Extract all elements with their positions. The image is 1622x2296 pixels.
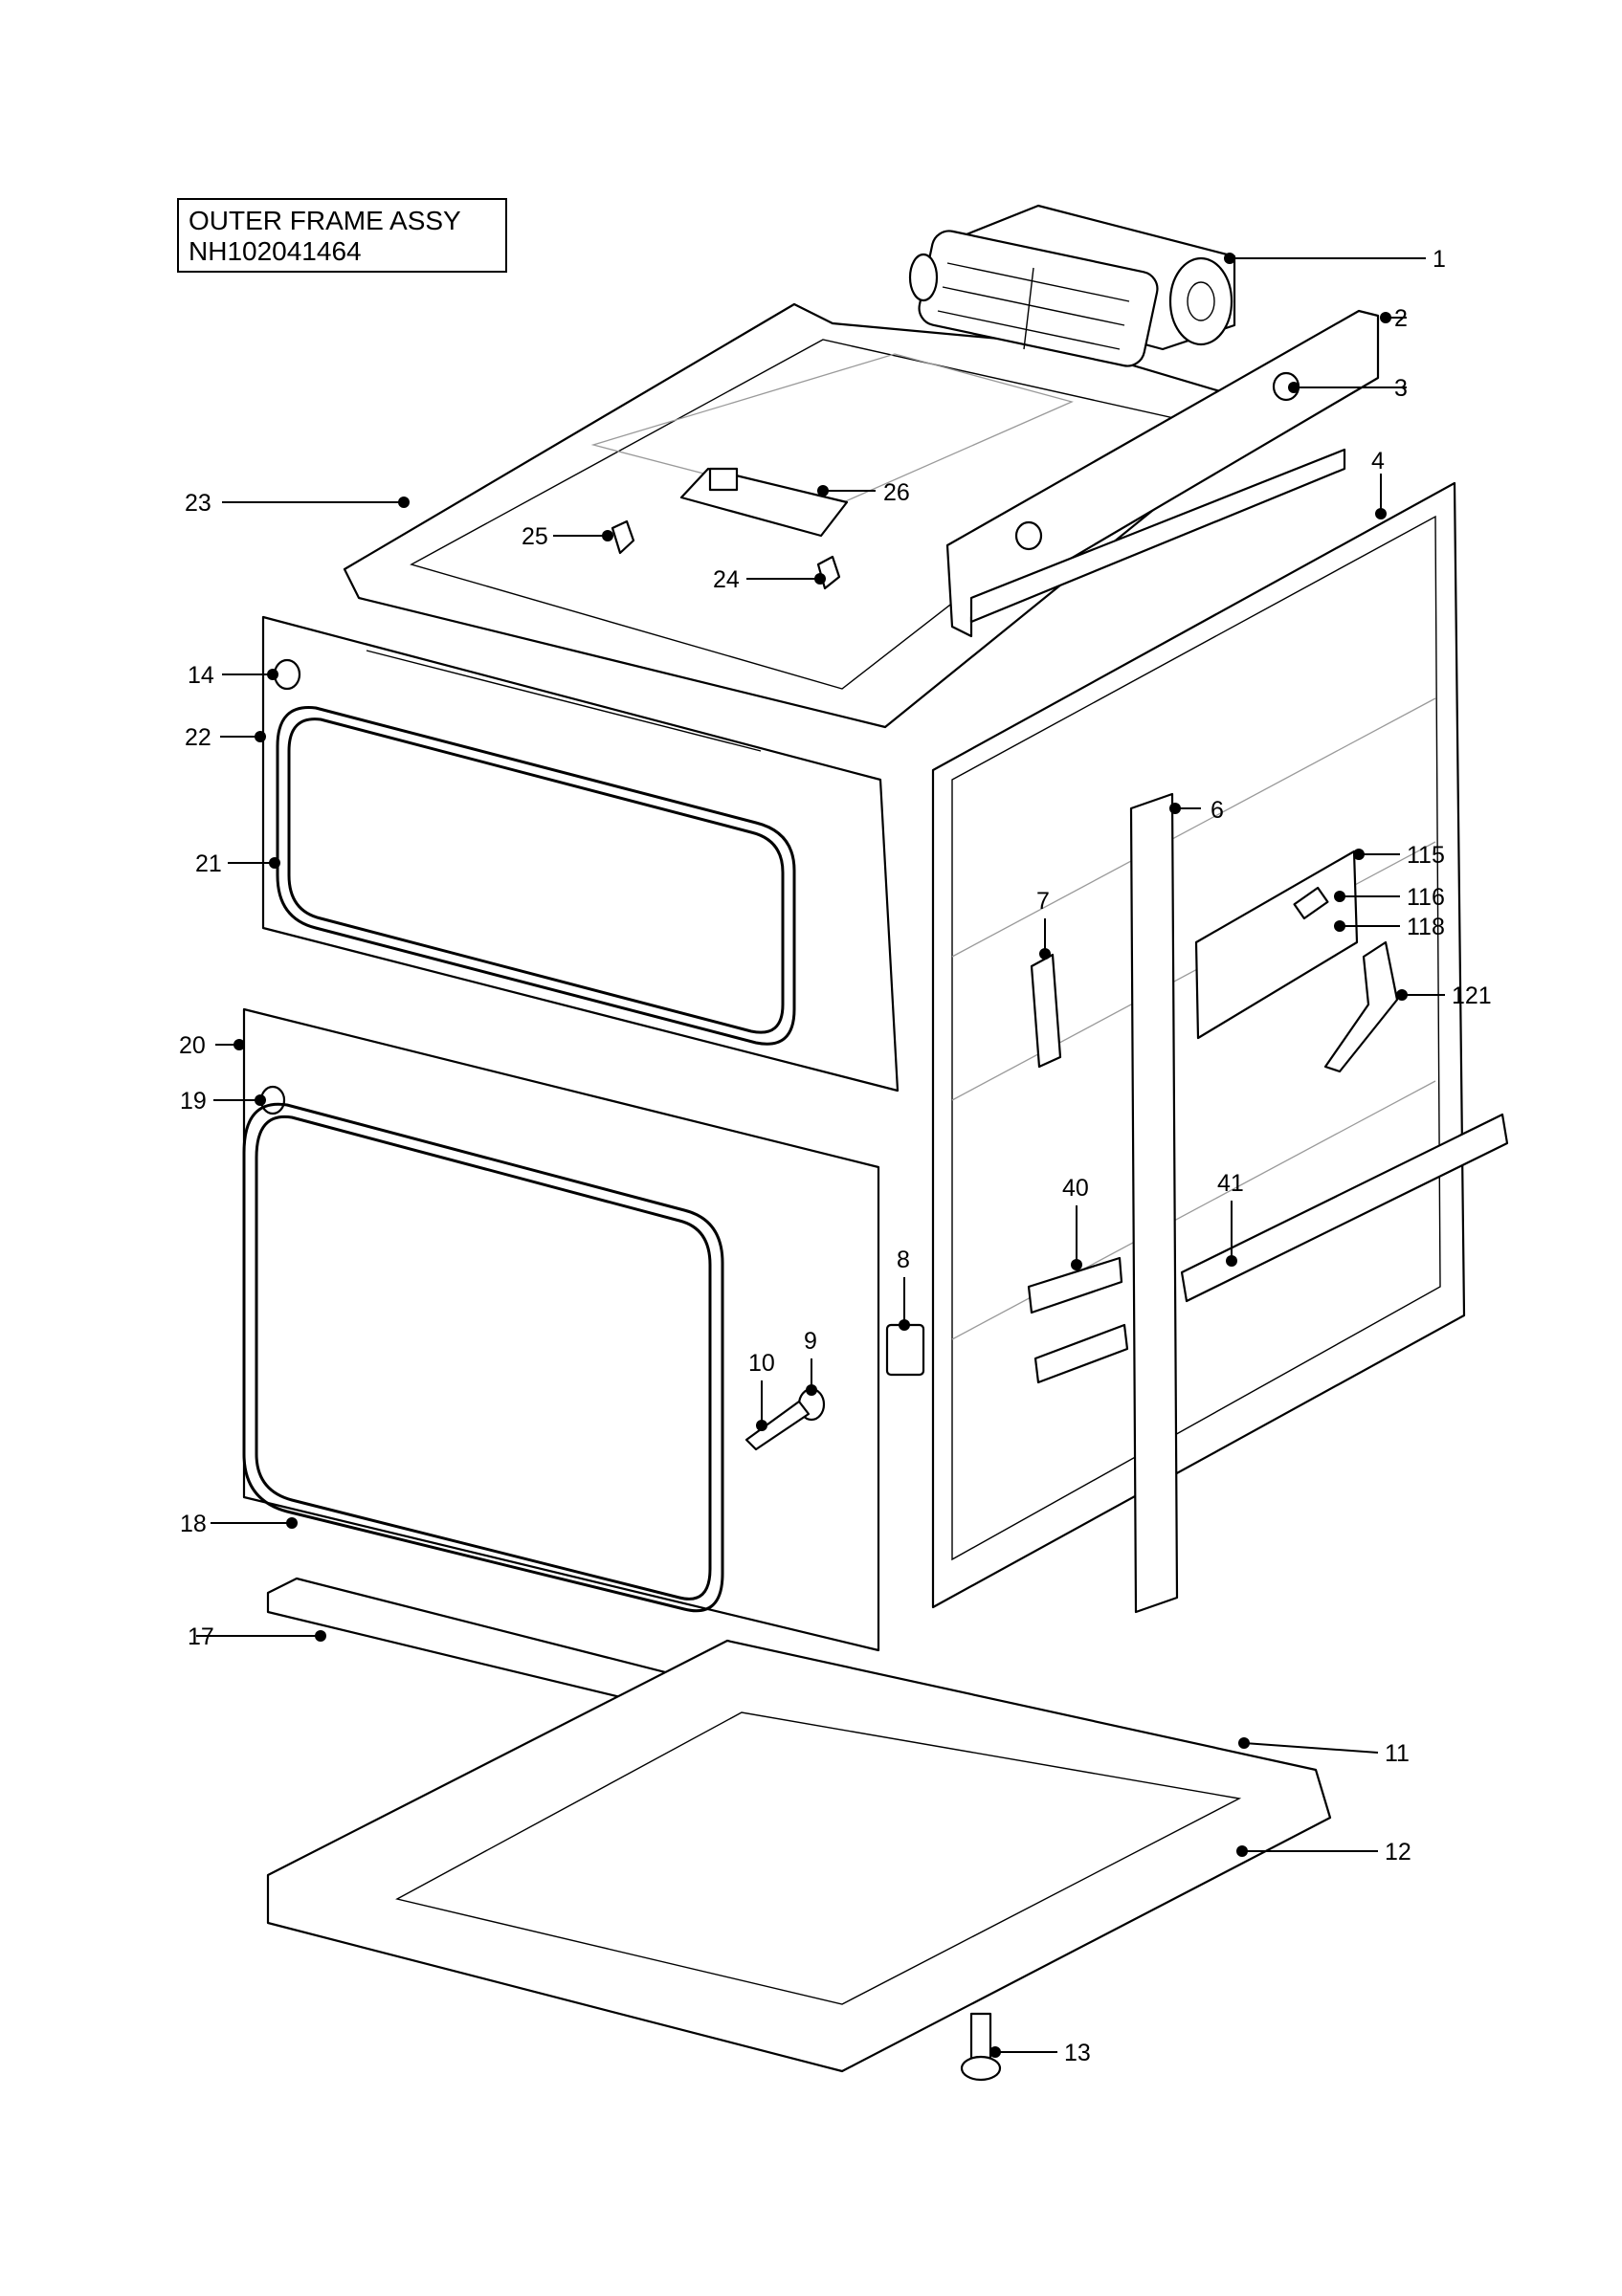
part-hinge-plate bbox=[1194, 850, 1359, 1040]
part-clip-25 bbox=[611, 519, 635, 555]
callout-121: 121 bbox=[1452, 982, 1492, 1009]
callout-9: 9 bbox=[804, 1328, 817, 1355]
callout-labels: 1 2 3 4 6 7 8 9 10 11 12 13 14 17 18 19 … bbox=[179, 246, 1492, 2066]
callout-13: 13 bbox=[1064, 2040, 1091, 2066]
part-rail-41 bbox=[1180, 1113, 1509, 1303]
part-leveling-foot bbox=[960, 2012, 1002, 2082]
part-switch-pin bbox=[744, 1400, 811, 1451]
part-control-board bbox=[679, 467, 849, 538]
callout-14: 14 bbox=[188, 662, 214, 689]
part-lower-oven-gasket bbox=[242, 1102, 724, 1613]
callout-8: 8 bbox=[897, 1247, 910, 1273]
callout-4: 4 bbox=[1371, 448, 1385, 475]
diagram-part-number: NH102041464 bbox=[189, 236, 362, 266]
part-base-frame bbox=[266, 1639, 1332, 2073]
callout-18: 18 bbox=[180, 1511, 207, 1537]
part-upper-oven-gasket bbox=[276, 706, 796, 1046]
callout-17: 17 bbox=[188, 1623, 214, 1650]
callout-19: 19 bbox=[180, 1088, 207, 1115]
callout-41: 41 bbox=[1217, 1170, 1244, 1197]
callout-115: 115 bbox=[1407, 842, 1445, 869]
callout-11: 11 bbox=[1385, 1740, 1410, 1767]
callout-12: 12 bbox=[1385, 1839, 1411, 1866]
callout-dots bbox=[233, 253, 1408, 2058]
callout-6: 6 bbox=[1211, 797, 1224, 824]
part-vertical-trim-strip bbox=[1129, 792, 1179, 1614]
callout-25: 25 bbox=[522, 523, 548, 550]
callout-24: 24 bbox=[713, 566, 740, 593]
callout-20: 20 bbox=[179, 1032, 206, 1059]
diagram-title-box: OUTER FRAME ASSY NH102041464 bbox=[177, 198, 507, 273]
callout-10: 10 bbox=[748, 1350, 775, 1377]
callout-3: 3 bbox=[1394, 375, 1408, 402]
callout-23: 23 bbox=[185, 490, 211, 517]
callout-1: 1 bbox=[1433, 246, 1446, 273]
part-bracket-40b bbox=[1033, 1323, 1129, 1384]
part-side-panel bbox=[931, 481, 1466, 1609]
callout-40: 40 bbox=[1062, 1175, 1089, 1202]
callout-21: 21 bbox=[195, 850, 222, 877]
callout-118: 118 bbox=[1407, 914, 1445, 940]
callout-2: 2 bbox=[1394, 305, 1408, 332]
part-hinge-bracket-121 bbox=[1323, 940, 1399, 1073]
part-lower-front-frame bbox=[242, 1007, 880, 1652]
callout-116: 116 bbox=[1407, 884, 1445, 911]
diagram-title: OUTER FRAME ASSY bbox=[189, 206, 461, 235]
callout-22: 22 bbox=[185, 724, 211, 751]
callout-leaders bbox=[196, 257, 1445, 2053]
part-door-switch bbox=[885, 1323, 925, 1377]
part-rear-bracket bbox=[945, 309, 1380, 638]
callout-26: 26 bbox=[883, 479, 910, 506]
callout-7: 7 bbox=[1036, 888, 1050, 915]
part-bracket-40 bbox=[1027, 1256, 1123, 1314]
part-blower-fan bbox=[908, 204, 1236, 367]
